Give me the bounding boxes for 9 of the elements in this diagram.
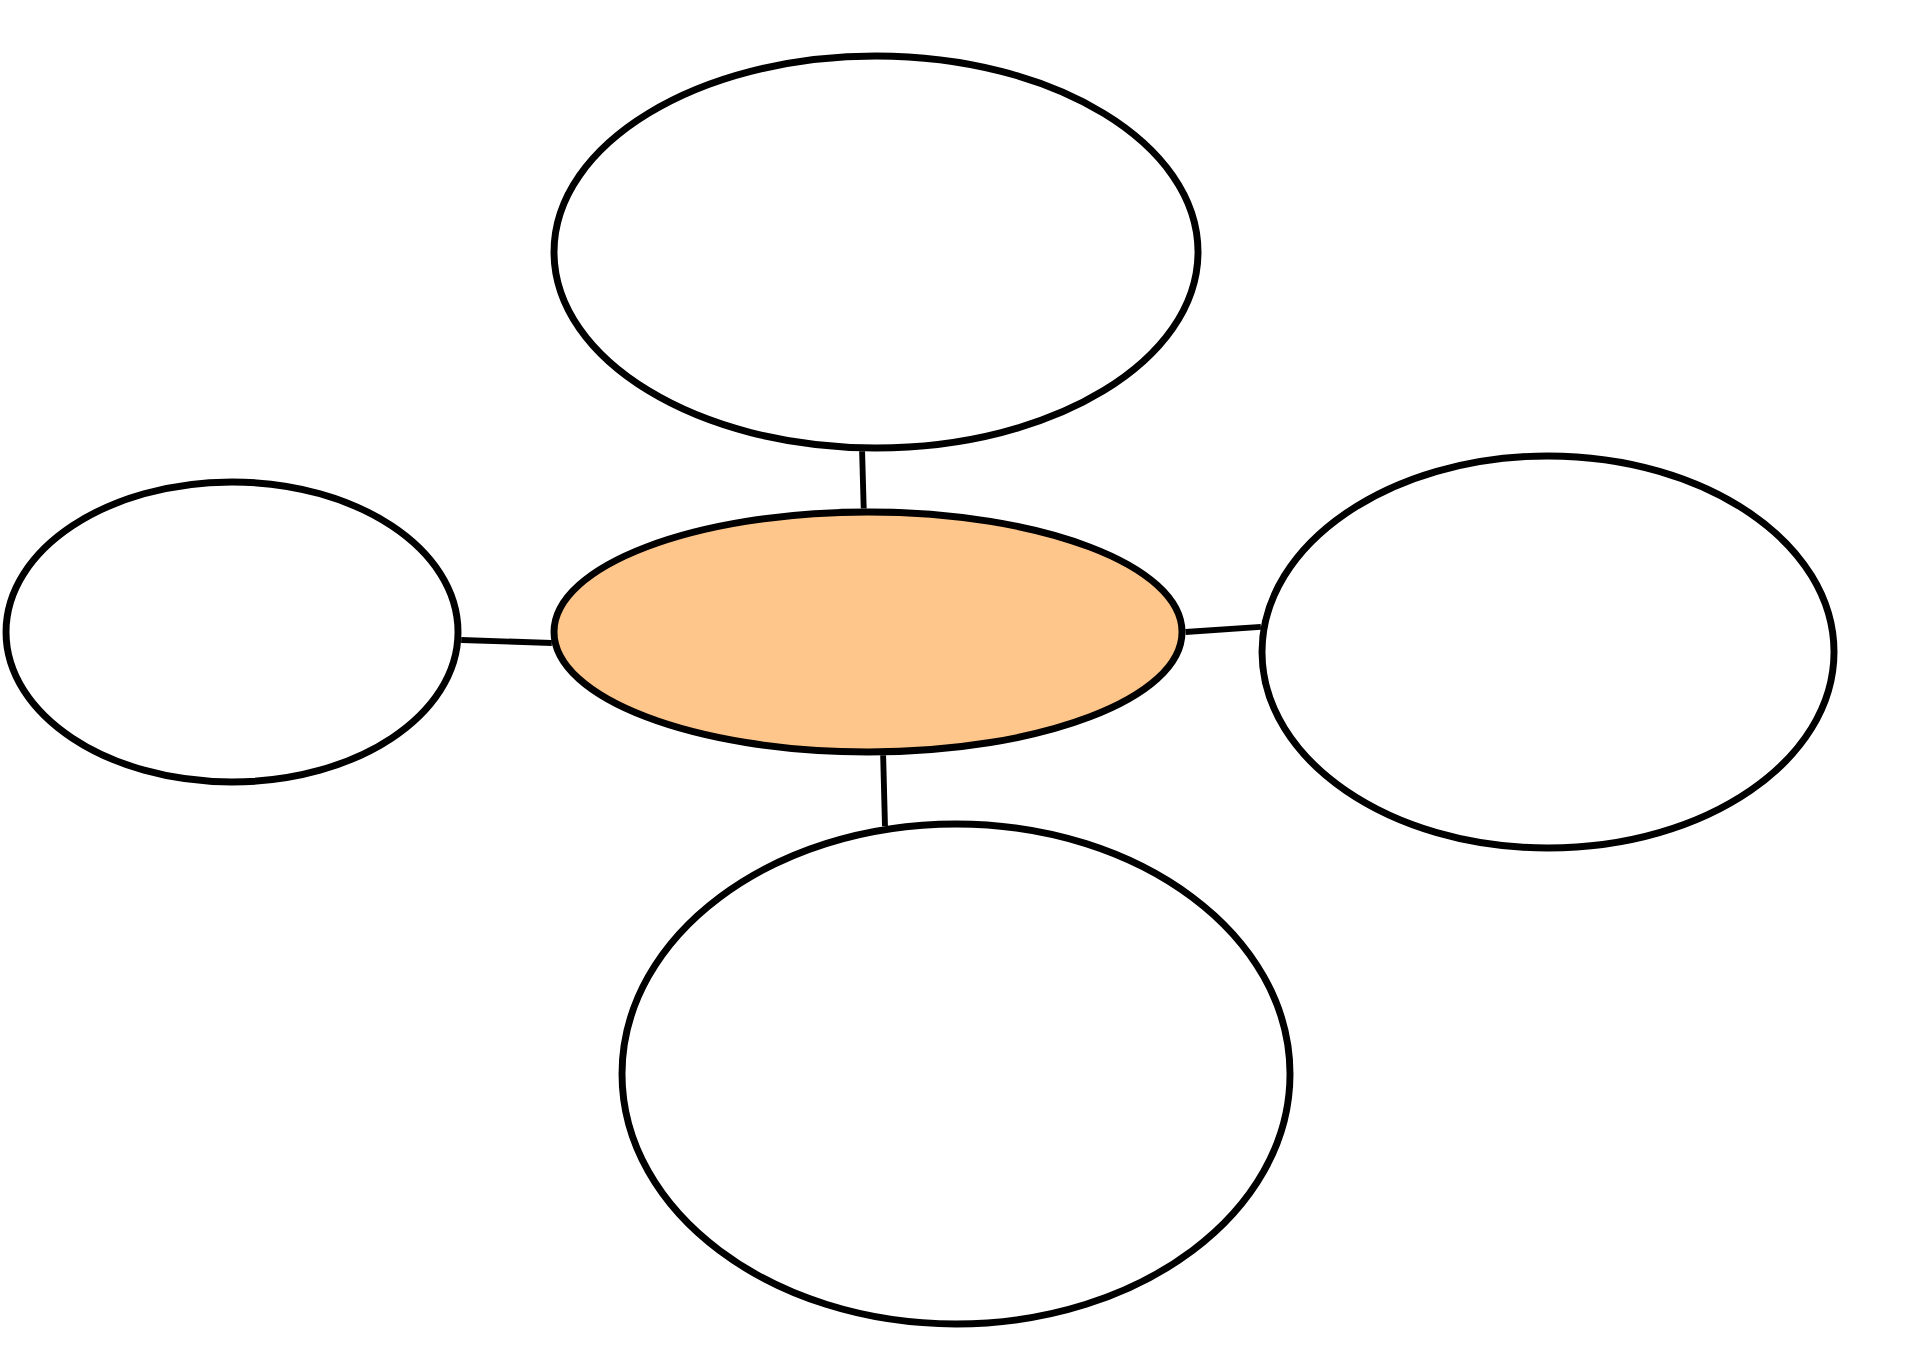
connector-line xyxy=(859,451,867,509)
empty-bubble xyxy=(2,478,462,786)
connector-line xyxy=(461,637,552,646)
connector-line xyxy=(880,755,888,827)
central-bubble xyxy=(550,508,1186,756)
empty-bubble xyxy=(1258,452,1838,852)
empty-bubble xyxy=(550,52,1202,452)
connector-line xyxy=(1185,623,1262,635)
empty-bubble xyxy=(618,820,1294,1328)
